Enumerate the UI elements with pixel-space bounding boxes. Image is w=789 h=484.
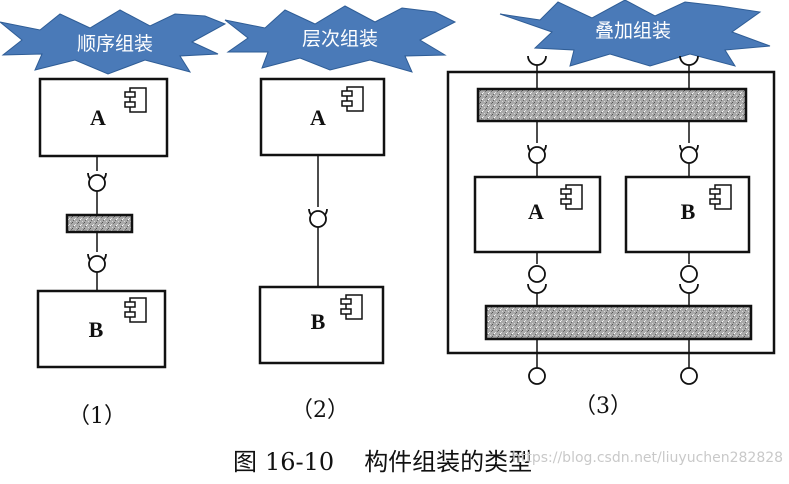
- socket-connector: [87, 172, 107, 192]
- diagram-hierarchical: [258, 77, 386, 365]
- connector-bar: [65, 213, 134, 234]
- caption-title: 构件组装的类型: [364, 448, 533, 476]
- banner-label-overlay: 叠加组装: [594, 20, 672, 42]
- component-label-b: B: [680, 199, 696, 224]
- component-label-b: B: [310, 309, 326, 334]
- caption-figure-word: 图: [233, 448, 257, 476]
- banner-label-hierarchical: 层次组装: [301, 28, 379, 50]
- socket-connector: [87, 253, 107, 273]
- component-label-a: A: [528, 199, 544, 224]
- component-box-b: [258, 285, 385, 365]
- component-label-a: A: [90, 105, 106, 130]
- figure-caption: 图 16-10 构件组装的类型: [233, 442, 532, 477]
- banner-hierarchical: [224, 5, 457, 73]
- provided-interface: [528, 367, 546, 385]
- watermark-url: https://blog.csdn.net/liuyuchen282828: [512, 450, 784, 466]
- banner-label-sequential: 顺序组装: [76, 33, 154, 55]
- connector-bar-bottom: [484, 304, 753, 341]
- diagram-sequential: [36, 77, 169, 369]
- caption-figure-number: 16-10: [265, 448, 335, 476]
- banner-overlay: [499, 0, 771, 67]
- socket-connector: [679, 265, 699, 294]
- connector-bar-top: [476, 87, 748, 123]
- diagram-overlay: [446, 55, 776, 385]
- subfigure-label-3: （3）: [574, 394, 632, 419]
- component-label-b: B: [88, 317, 104, 342]
- banner-sequential: [0, 9, 227, 75]
- socket-connector: [308, 208, 328, 228]
- subfigure-label-1: （1）: [68, 404, 126, 429]
- component-label-a: A: [310, 105, 326, 130]
- subfigure-label-2: （2）: [291, 398, 349, 423]
- provided-interface: [680, 367, 698, 385]
